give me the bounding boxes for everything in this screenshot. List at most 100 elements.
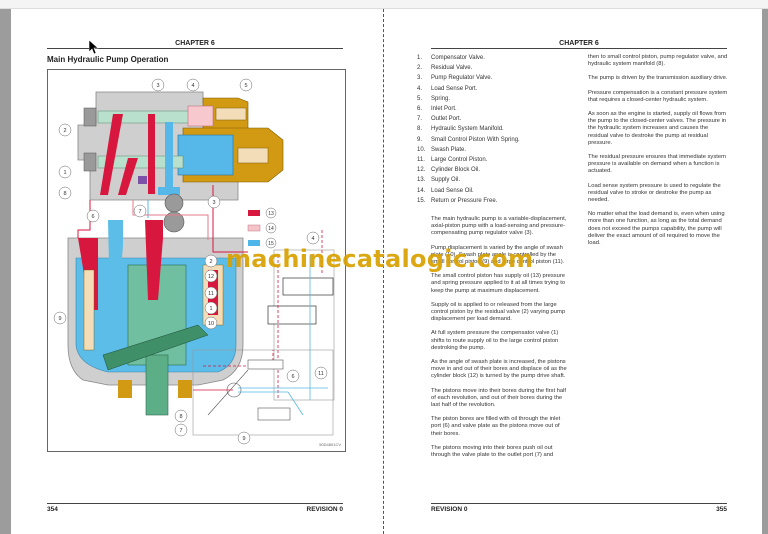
header-rule-right	[431, 48, 727, 49]
watermark: machinecatalogic.com	[226, 245, 534, 273]
callout-11: 11	[208, 291, 214, 297]
body-paragraph: The pump is driven by the transmission a…	[588, 75, 728, 82]
spring-rod	[215, 107, 247, 121]
legend-item: 11. Large Control Piston.	[417, 155, 520, 165]
callout-4: 4	[191, 83, 194, 89]
schematic-residual-valve	[282, 277, 334, 296]
right-page	[385, 9, 762, 534]
callout-4b: 4	[311, 236, 314, 242]
legend-item-label: Spring.	[431, 95, 451, 102]
drive-shaft	[145, 354, 169, 416]
control-cylinder	[177, 134, 234, 176]
parts-legend-list: 1.Compensator Valve. 2. Residual Valve. 3. P…	[417, 53, 520, 206]
legend-item: 10. Swash Plate.	[417, 145, 520, 155]
legend-item-label: Residual Valve.	[431, 65, 473, 72]
fitting-top	[164, 193, 184, 213]
legend-item-number: 5.	[417, 95, 423, 102]
body-paragraph: Load sense system pressure is used to re…	[588, 182, 721, 204]
body-paragraph: The small control piston has supply oil …	[431, 273, 566, 294]
legend-item-number: 11.	[417, 157, 425, 164]
header-rule	[47, 48, 343, 49]
figure-code: 50D4801CV	[319, 442, 341, 447]
legend-item-number: 3.	[417, 75, 423, 82]
compensator-plug	[83, 152, 97, 172]
text-column-2: then to small control piston, pump regul…	[588, 54, 728, 254]
chapter-heading-left: CHAPTER 6	[175, 40, 215, 47]
callout-9: 9	[58, 316, 61, 322]
legend-item: 15. Return or Pressure Free.	[417, 196, 520, 206]
callout-10: 10	[208, 321, 214, 327]
body-paragraph: Pressure compensation is a constant pres…	[588, 89, 728, 103]
orifice	[138, 176, 147, 184]
pump-diagram: 13 14 15 3 4 5 2 1 8 6 7 3 9 12 11 1 10 …	[53, 78, 335, 445]
legend-item: 3. Pump Regulator Valve.	[417, 73, 520, 83]
legend-swatch-14	[247, 224, 261, 232]
schematic-compensator-valve	[267, 305, 317, 325]
supply-passage-3	[148, 114, 155, 194]
body-paragraph: As the angle of swash plate is increased…	[431, 359, 567, 380]
legend-label-13: 13	[268, 211, 274, 217]
legend-item: 6.Inlet Port.	[417, 104, 520, 114]
legend-item-label: Pump Regulator Valve.	[431, 75, 493, 82]
legend-item-label: Cylinder Block Oil.	[431, 167, 481, 174]
callout-6b: 6	[291, 374, 294, 380]
body-paragraph: The pistons moving into their bores push…	[431, 444, 554, 459]
page-number-right: 355	[716, 506, 727, 513]
legend-item-label: Supply Oil.	[431, 177, 461, 184]
spool-compensator	[97, 155, 184, 169]
legend-label-14: 14	[268, 226, 274, 232]
viewer-left-gutter	[0, 9, 11, 534]
legend-item: 1.Compensator Valve.	[417, 53, 520, 63]
legend-item: 9. Small Control Piston With Spring.	[417, 135, 520, 145]
body-paragraph: As soon as the engine is started, supply…	[588, 111, 727, 146]
body-paragraph: then to small control piston, pump regul…	[588, 54, 728, 68]
revision-right: REVISION 0	[431, 506, 468, 513]
swash-plate	[102, 324, 209, 371]
legend-item-number: 13.	[417, 177, 426, 184]
return-passage	[165, 122, 173, 192]
legend-item-number: 14.	[417, 187, 426, 194]
callout-6: 6	[91, 214, 94, 220]
viewer-toolbar	[0, 0, 768, 9]
callout-8: 8	[63, 191, 66, 197]
viewer-scrollbar[interactable]	[762, 9, 768, 534]
fitting-bottom	[163, 211, 185, 233]
legend-item-label: Swash Plate.	[431, 146, 467, 153]
chapter-heading-right: CHAPTER 6	[559, 40, 599, 47]
legend-item-label: Outlet Port.	[431, 116, 462, 123]
body-paragraph: The residual pressure ensures that immed…	[588, 154, 726, 175]
callout-5: 5	[244, 83, 247, 89]
legend-item-number: 6.	[417, 106, 423, 113]
footer-rule-right	[431, 503, 727, 504]
legend-item: 7. Outlet Port.	[417, 114, 520, 124]
legend-item-label: Return or Pressure Free.	[431, 197, 498, 204]
legend-item-number: 7.	[417, 116, 423, 123]
legend-item-label: Compensator Valve.	[431, 55, 485, 61]
outlet-passage	[145, 220, 163, 300]
legend-item-number: 2.	[417, 65, 423, 72]
schematic-frame	[273, 249, 335, 401]
legend-item-label: Load Sense Oil.	[431, 187, 474, 194]
callout-1: 1	[63, 170, 66, 176]
cursor-arrow-icon	[88, 39, 99, 55]
legend-item-number: 10.	[417, 146, 426, 153]
legend-label-15: 15	[268, 241, 274, 247]
legend-item-number: 8.	[417, 126, 423, 133]
callout-2b: 2	[209, 259, 212, 265]
residual-plug	[83, 107, 97, 127]
legend-item: 8.Hydraulic System Manifold.	[417, 124, 520, 134]
page-title: Main Hydraulic Pump Operation	[47, 55, 169, 64]
legend-item-label: Small Control Piston With Spring.	[431, 136, 520, 143]
legend-item-label: Large Control Piston.	[431, 157, 488, 164]
body-paragraph: The pistons move into their bores during…	[431, 387, 567, 409]
legend-item: 2. Residual Valve.	[417, 63, 520, 73]
legend-item-number: 9.	[417, 136, 423, 143]
pump-diagram-figure: 13 14 15 3 4 5 2 1 8 6 7 3 9 12 11 1 10 …	[47, 69, 346, 452]
load-sense-poppet	[187, 105, 214, 127]
callout-8b: 8	[179, 414, 182, 420]
text-column-1: The main hydraulic pump is a variable-di…	[431, 216, 571, 466]
callout-2: 2	[63, 128, 66, 134]
legend-item-number: 15.	[417, 197, 426, 204]
page-divider	[383, 9, 384, 534]
body-paragraph: The piston bores are filled with oil thr…	[431, 416, 561, 437]
